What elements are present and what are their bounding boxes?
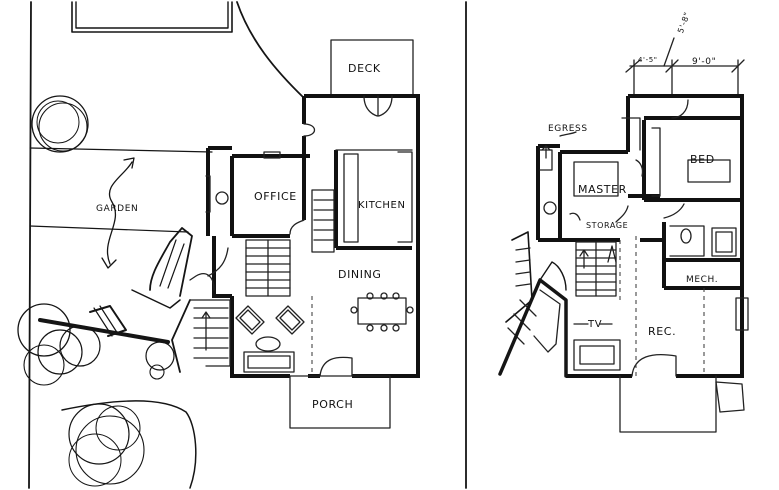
- label-garden: GARDEN: [96, 204, 138, 214]
- tree-top: [31, 95, 89, 153]
- dimension-top: 5'-8": [676, 11, 692, 35]
- label-master: MASTER: [578, 183, 627, 196]
- dimension-right: 9'-0": [692, 57, 716, 67]
- site-walls-left: [38, 227, 193, 373]
- label-dining: DINING: [338, 268, 382, 281]
- label-porch: PORCH: [312, 398, 353, 411]
- label-rec: REC.: [648, 325, 676, 338]
- label-bed: BED: [690, 153, 715, 166]
- label-kitchen: KITCHEN: [358, 200, 406, 211]
- dimension-left: 4'-5": [638, 56, 658, 64]
- trees-bottom-left: [17, 303, 175, 487]
- label-tv: TV: [587, 319, 602, 330]
- site-context: [28, 1, 467, 489]
- garden-arrow: [101, 157, 135, 269]
- label-egress: EGRESS: [548, 124, 588, 134]
- label-deck: DECK: [348, 62, 381, 75]
- label-storage: STORAGE: [586, 221, 628, 230]
- lower-floor-plan: [498, 37, 749, 433]
- label-mech: MECH.: [686, 275, 718, 285]
- main-floor-plan: [189, 39, 420, 429]
- label-office: OFFICE: [254, 190, 297, 203]
